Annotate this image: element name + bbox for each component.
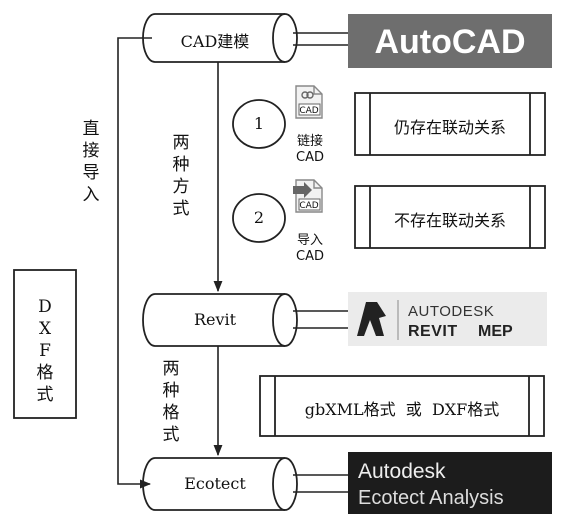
revit-cylinder xyxy=(142,293,298,347)
dxf-box xyxy=(13,269,77,419)
relation-box-2 xyxy=(354,185,546,249)
method-1-number: 1 xyxy=(253,114,265,133)
revit-logo-top: AUTODESK xyxy=(408,303,494,320)
ecotect-logo-top: Autodesk xyxy=(358,460,446,483)
revit-mark-icon xyxy=(357,302,386,336)
method-1-circle xyxy=(232,99,286,149)
direct-import-path xyxy=(117,37,152,489)
revit-mep-logo: AUTODESK REVIT MEP xyxy=(348,292,547,346)
revit-logo-bottom: REVIT xyxy=(408,323,458,340)
cad-node-label: CAD建模 xyxy=(180,32,250,51)
dxf-format-label: D X F 格 式 xyxy=(36,297,54,405)
import-cad-caption: 导入 CAD xyxy=(296,233,324,264)
ecotect-logo-bottom: Ecotect Analysis xyxy=(358,487,504,509)
link-cad-file-icon xyxy=(295,85,323,119)
logo-connectors xyxy=(293,32,348,493)
ecotect-logo: Autodesk Ecotect Analysis xyxy=(348,452,552,514)
revit-node-label: Revit xyxy=(193,310,237,329)
import-cad-file-icon xyxy=(293,179,323,213)
cad-cylinder xyxy=(142,13,298,63)
format-box xyxy=(259,375,545,437)
direct-import-label: 直 接 导 入 xyxy=(82,119,100,205)
method-2-number: 2 xyxy=(253,208,265,227)
import-cad-icon-text: CAD xyxy=(299,201,319,211)
link-cad-icon-text: CAD xyxy=(299,106,319,116)
format-box-text: gbXML格式 或 DXF格式 xyxy=(304,400,500,419)
relation-2-text: 不存在联动关系 xyxy=(393,211,506,230)
revit-logo-mep: MEP xyxy=(478,323,513,340)
autocad-logo-text: AutoCAD xyxy=(374,23,525,61)
link-cad-caption: 链接 CAD xyxy=(296,134,324,165)
relation-box-1 xyxy=(354,92,546,156)
autocad-logo: AutoCAD xyxy=(348,14,552,68)
ecotect-cylinder xyxy=(142,457,298,511)
relation-1-text: 仍存在联动关系 xyxy=(393,118,506,137)
ecotect-node-label: Ecotect xyxy=(184,474,246,493)
two-ways-label: 两 种 方 式 xyxy=(172,133,190,219)
two-formats-label: 两 种 格 式 xyxy=(162,359,180,445)
method-2-circle xyxy=(232,193,286,243)
